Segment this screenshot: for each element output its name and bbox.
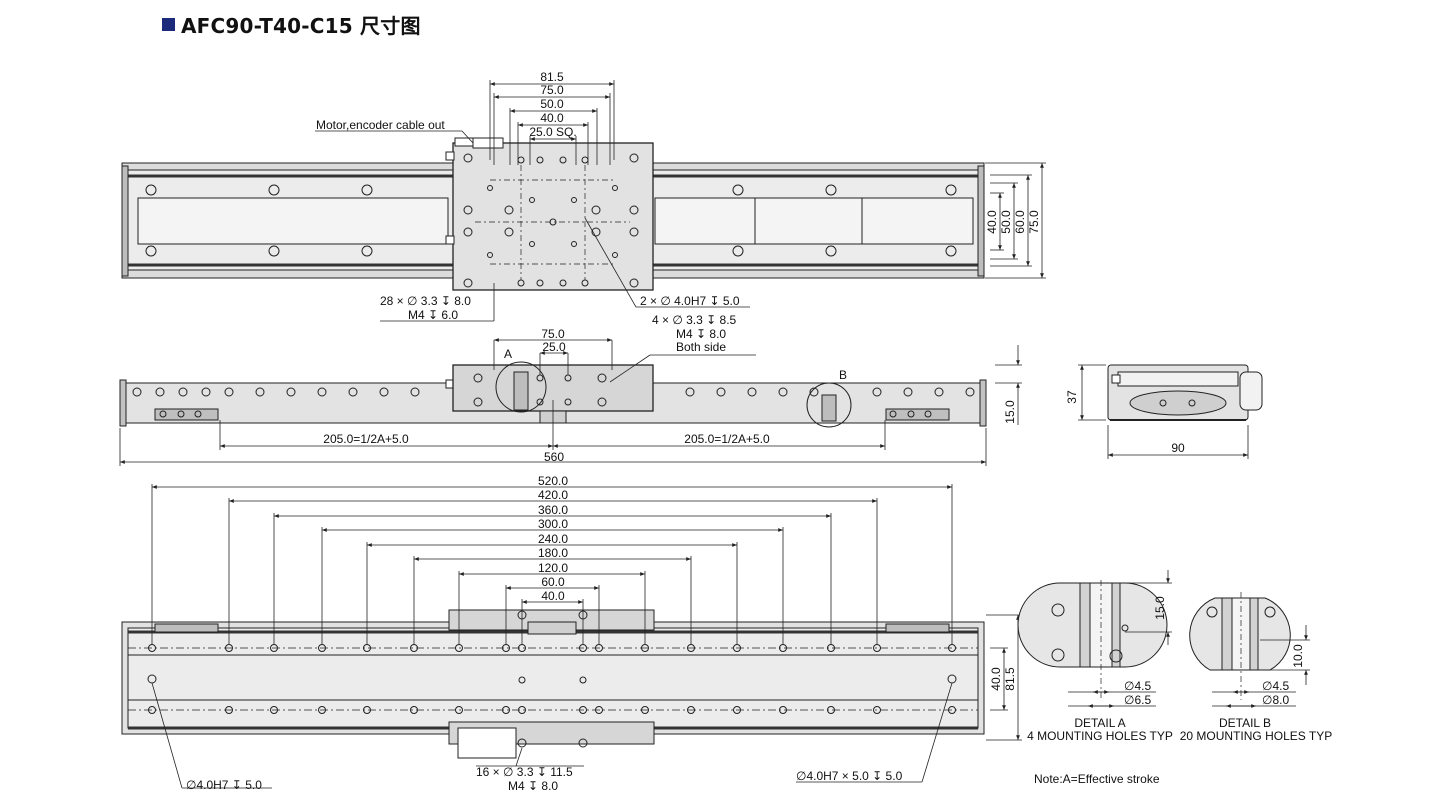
detail-b-marker: B: [839, 368, 847, 382]
dim-120: 120.0: [538, 561, 568, 575]
side-dim-15: 15.0: [1003, 400, 1017, 424]
effective-stroke-note: Note:A=Effective stroke: [1034, 772, 1160, 786]
title-text: AFC90-T40-C15 尺寸图: [181, 13, 421, 38]
holes-left-note-1: 28 × ∅ 3.3 ↧ 8.0: [380, 294, 471, 308]
detail-a-d2: ∅6.5: [1124, 693, 1151, 707]
side-dim-75: 75.0: [541, 327, 565, 341]
bottom-note-right: ∅4.0H7 × 5.0 ↧ 5.0: [796, 769, 903, 783]
detail-a-caption-2: 4 MOUNTING HOLES TYP: [1027, 729, 1173, 743]
end-view-labels: 37 90: [1065, 390, 1185, 455]
dim-300: 300.0: [538, 517, 568, 531]
detail-b-caption: DETAIL B: [1219, 716, 1271, 730]
top-view-labels: 81.5 75.0 50.0 40.0 25.0 SQ. 40.0 50.0 6…: [316, 70, 1041, 341]
bottom-view-labels: 520.0 420.0 360.0 300.0 240.0 180.0 120.…: [186, 474, 1017, 793]
bottom-note-left: ∅4.0H7 ↧ 5.0: [186, 778, 262, 792]
side-dim-25: 25.0: [542, 340, 566, 354]
rail-screw-icon: [145, 184, 957, 257]
detail-b-d2: ∅8.0: [1262, 693, 1289, 707]
bottom-dims: [151, 484, 1022, 789]
dim-40: 40.0: [541, 589, 565, 603]
detail-a-labels: 15.0 ∅4.5 ∅6.5 DETAIL A 4 MOUNTING HOLES…: [1027, 596, 1173, 743]
bottom-dim-40: 40.0: [989, 667, 1003, 691]
end-view: [1078, 364, 1263, 459]
holes-right-note-3: M4 ↧ 8.0: [676, 327, 726, 341]
dim-h-40: 40.0: [985, 210, 999, 234]
dim-520: 520.0: [538, 474, 568, 488]
dim-360: 360.0: [538, 503, 568, 517]
detail-b-labels: 10.0 ∅4.5 ∅8.0 DETAIL B 20 MOUNTING HOLE…: [1180, 644, 1332, 743]
cable-label: Motor,encoder cable out: [316, 118, 445, 132]
dim-25-sq: 25.0 SQ.: [529, 125, 576, 139]
detail-b-d1: ∅4.5: [1262, 679, 1289, 693]
detail-a-d1: ∅4.5: [1124, 679, 1151, 693]
half-right-dim: 205.0=1/2A+5.0: [684, 432, 770, 446]
holes-right-note-2: 4 × ∅ 3.3 ↧ 8.5: [652, 313, 737, 327]
page-title: AFC90-T40-C15 尺寸图: [162, 10, 421, 38]
detail-a-marker: A: [504, 347, 512, 361]
detail-b-dim: 10.0: [1291, 644, 1305, 668]
dim-180: 180.0: [538, 546, 568, 560]
side-hole-icon: [132, 373, 975, 418]
dim-50: 50.0: [540, 97, 564, 111]
side-view-labels: 75.0 25.0 Both side A B 15.0 205.0=1/2A+…: [323, 327, 1017, 464]
dim-h-50: 50.0: [999, 210, 1013, 234]
holes-right-note-1: 2 × ∅ 4.0H7 ↧ 5.0: [640, 294, 740, 308]
bottom-dim-81-5: 81.5: [1003, 667, 1017, 691]
detail-b: [1189, 592, 1310, 708]
dim-75: 75.0: [540, 83, 564, 97]
end-width-dim: 90: [1171, 441, 1185, 455]
detail-a: [1017, 570, 1172, 708]
dim-60: 60.0: [541, 575, 565, 589]
detail-a-dim: 15.0: [1153, 596, 1167, 620]
bottom-note-center-2: M4 ↧ 8.0: [508, 779, 558, 793]
dim-40: 40.0: [540, 111, 564, 125]
holes-left-note-2: M4 ↧ 6.0: [408, 308, 458, 322]
both-side-label: Both side: [676, 340, 726, 354]
dim-81-5: 81.5: [540, 70, 564, 84]
total-length-dim: 560: [544, 450, 564, 464]
top-view: [121, 80, 1046, 322]
bottom-view: [121, 484, 1022, 789]
dim-240: 240.0: [538, 532, 568, 546]
end-height-dim: 37: [1065, 390, 1079, 404]
half-left-dim: 205.0=1/2A+5.0: [323, 432, 409, 446]
dim-420: 420.0: [538, 488, 568, 502]
detail-b-caption-2: 20 MOUNTING HOLES TYP: [1180, 729, 1332, 743]
side-view: [119, 338, 1022, 466]
dim-h-60: 60.0: [1013, 210, 1027, 234]
bottom-note-center-1: 16 × ∅ 3.3 ↧ 11.5: [476, 765, 573, 779]
dim-h-75: 75.0: [1027, 210, 1041, 234]
title-marker: [162, 17, 175, 31]
bottom-hole-icon: [147, 610, 957, 748]
detail-a-caption: DETAIL A: [1074, 716, 1125, 730]
